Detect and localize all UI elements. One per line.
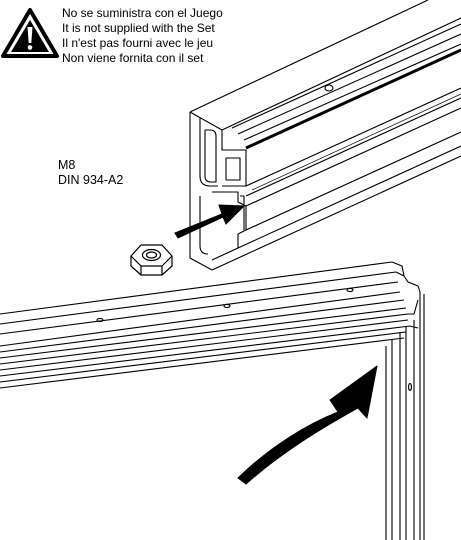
upper-aluminium-profile [189, 0, 461, 271]
hex-nut-icon [130, 244, 173, 276]
not-supplied-notice: No se suministra con el Juego It is not … [62, 6, 223, 66]
warning-triangle-icon [1, 8, 59, 58]
nut-size: M8 [58, 158, 76, 172]
nut-standard: DIN 934-A2 [58, 173, 124, 187]
rotation-arrow [237, 365, 378, 485]
notice-line-en: It is not supplied with the Set [62, 21, 215, 35]
notice-line-it: Non viene fornita con il set [62, 51, 204, 65]
notice-line-es: No se suministra con el Juego [62, 6, 223, 20]
insert-arrow [174, 204, 246, 239]
notice-line-fr: Il n'est pas fourni avec le jeu [62, 36, 214, 50]
lower-frame [0, 261, 425, 540]
nut-spec-label: M8 DIN 934-A2 [58, 158, 123, 188]
